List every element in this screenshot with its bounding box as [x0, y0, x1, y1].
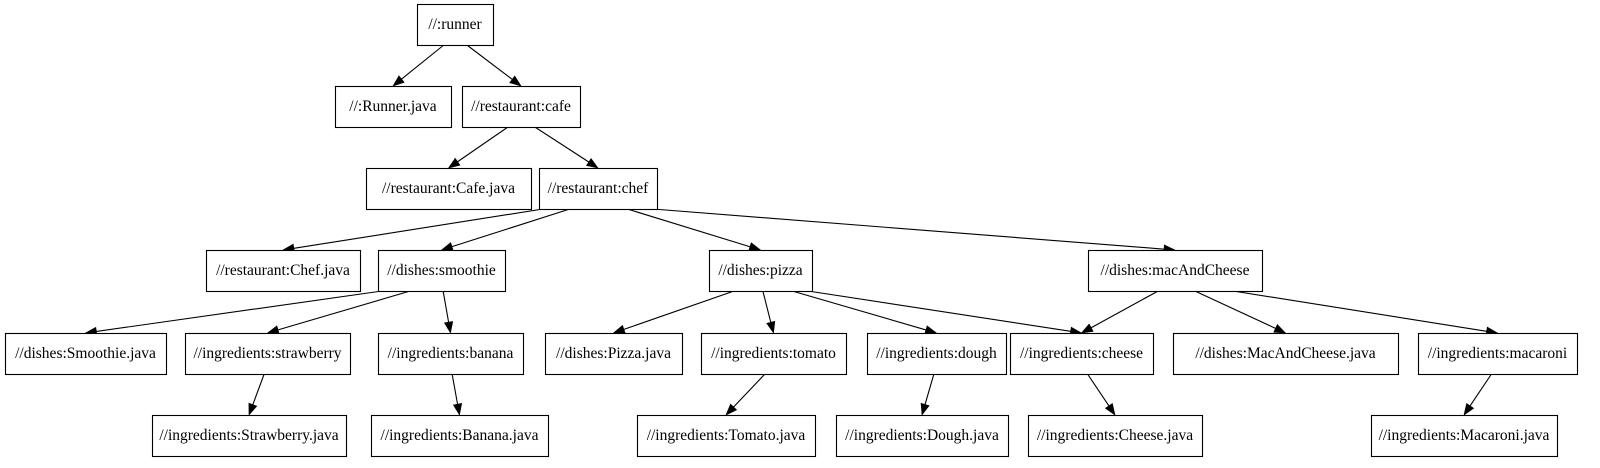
graph-node[interactable]: //ingredients:strawberry	[184, 332, 352, 376]
node-label: //dishes:pizza	[718, 262, 802, 279]
node-box[interactable]	[1009, 332, 1155, 376]
graph-edge	[282, 208, 544, 253]
node-label: //ingredients:Cheese.java	[1037, 427, 1193, 444]
node-label: //ingredients:tomato	[711, 345, 836, 362]
graph-edge	[266, 290, 411, 335]
graph-edge	[792, 290, 938, 335]
node-box[interactable]	[636, 414, 817, 458]
node-label: //ingredients:cheese	[1020, 345, 1143, 362]
node-label: //dishes:Pizza.java	[556, 345, 671, 362]
graph-edge	[1232, 290, 1499, 336]
graph-node[interactable]: //ingredients:tomato	[700, 332, 848, 376]
node-box[interactable]	[377, 332, 525, 376]
node-box[interactable]	[151, 414, 348, 458]
graph-node[interactable]: //restaurant:cafe	[461, 85, 582, 129]
graph-edge	[725, 373, 766, 416]
node-label: //dishes:MacAndCheese.java	[1195, 345, 1375, 362]
graph-edge	[447, 126, 509, 169]
node-box[interactable]	[866, 332, 1008, 376]
graph-edge	[534, 126, 599, 169]
node-label: //:runner	[428, 16, 482, 33]
graph-edge	[84, 290, 383, 337]
graph-edge	[1087, 373, 1116, 416]
node-box[interactable]	[205, 249, 362, 293]
graph-node[interactable]: //:runner	[416, 3, 495, 47]
node-label: //dishes:Smoothie.java	[15, 345, 156, 362]
graph-node[interactable]: //ingredients:Banana.java	[370, 414, 550, 458]
graph-node[interactable]: //ingredients:Tomato.java	[636, 414, 817, 458]
graph-node[interactable]: //:Runner.java	[334, 85, 453, 129]
graph-edge	[392, 44, 445, 87]
graph-node[interactable]: //restaurant:chef	[538, 167, 659, 211]
node-box[interactable]	[1370, 414, 1559, 458]
node-box[interactable]	[334, 85, 453, 129]
node-box[interactable]	[461, 85, 582, 129]
graph-node[interactable]: //restaurant:Chef.java	[205, 249, 362, 293]
graph-node[interactable]: //ingredients:cheese	[1009, 332, 1155, 376]
graph-edge	[652, 208, 1176, 254]
node-label: //ingredients:banana	[388, 345, 514, 362]
node-box[interactable]	[416, 3, 495, 47]
node-label: //ingredients:macaroni	[1428, 345, 1568, 362]
node-label: //dishes:macAndCheese	[1101, 262, 1250, 279]
node-label: //ingredients:Macaroni.java	[1379, 427, 1550, 444]
graph-node[interactable]: //ingredients:Macaroni.java	[1370, 414, 1559, 458]
graph-edge	[920, 373, 935, 416]
graph-edge	[1463, 373, 1492, 416]
node-box[interactable]	[835, 414, 1010, 458]
graph-node[interactable]: //ingredients:Strawberry.java	[151, 414, 348, 458]
graph-node[interactable]: //dishes:Smoothie.java	[4, 332, 168, 376]
graph-edge	[1080, 290, 1159, 334]
node-label: //ingredients:strawberry	[193, 345, 341, 362]
node-box[interactable]	[538, 167, 659, 211]
node-box[interactable]	[1027, 414, 1204, 458]
graph-edge	[442, 290, 454, 334]
node-box[interactable]	[365, 167, 533, 211]
graph-edge	[248, 373, 265, 416]
node-label: //ingredients:Banana.java	[381, 427, 539, 444]
node-label: //restaurant:Chef.java	[216, 262, 350, 279]
graph-node[interactable]: //ingredients:Cheese.java	[1027, 414, 1204, 458]
graph-node[interactable]: //ingredients:macaroni	[1417, 332, 1579, 376]
graph-node[interactable]: //dishes:macAndCheese	[1087, 249, 1264, 293]
graph-node[interactable]: //dishes:MacAndCheese.java	[1172, 332, 1400, 376]
graph-node[interactable]: //restaurant:Cafe.java	[365, 167, 533, 211]
graph-edge	[612, 290, 735, 334]
node-box[interactable]	[370, 414, 550, 458]
node-label: //restaurant:cafe	[471, 98, 571, 115]
node-label: //ingredients:Tomato.java	[647, 427, 806, 444]
node-label: //dishes:smoothie	[387, 262, 496, 279]
node-box[interactable]	[700, 332, 848, 376]
node-box[interactable]	[1172, 332, 1400, 376]
graph-node[interactable]: //dishes:pizza	[708, 249, 814, 293]
graph-edge	[627, 208, 762, 252]
graph-node[interactable]: //ingredients:banana	[377, 332, 525, 376]
node-box[interactable]	[544, 332, 684, 376]
graph-edge	[1194, 290, 1287, 334]
graph-node[interactable]: //dishes:Pizza.java	[544, 332, 684, 376]
graph-node[interactable]: //ingredients:dough	[866, 332, 1008, 376]
node-box[interactable]	[184, 332, 352, 376]
node-label: //restaurant:Cafe.java	[382, 180, 515, 197]
node-label: //restaurant:chef	[548, 180, 650, 197]
node-label: //ingredients:dough	[876, 345, 997, 362]
node-label: //:Runner.java	[349, 98, 437, 115]
node-box[interactable]	[1417, 332, 1579, 376]
graph-node[interactable]: //ingredients:Dough.java	[835, 414, 1010, 458]
graph-edge	[466, 44, 522, 87]
node-box[interactable]	[1087, 249, 1264, 293]
node-box[interactable]	[4, 332, 168, 376]
graph-edge	[762, 290, 776, 334]
node-label: //ingredients:Strawberry.java	[159, 427, 338, 444]
graph-edge	[807, 290, 1083, 336]
node-label: //ingredients:Dough.java	[845, 427, 999, 444]
node-box[interactable]	[708, 249, 814, 293]
nodes-layer: //:runner //:Runner.java //restaurant:cafe…	[4, 3, 1579, 458]
node-box[interactable]	[377, 249, 507, 293]
graph-edge	[451, 373, 463, 416]
graph-node[interactable]: //dishes:smoothie	[377, 249, 507, 293]
